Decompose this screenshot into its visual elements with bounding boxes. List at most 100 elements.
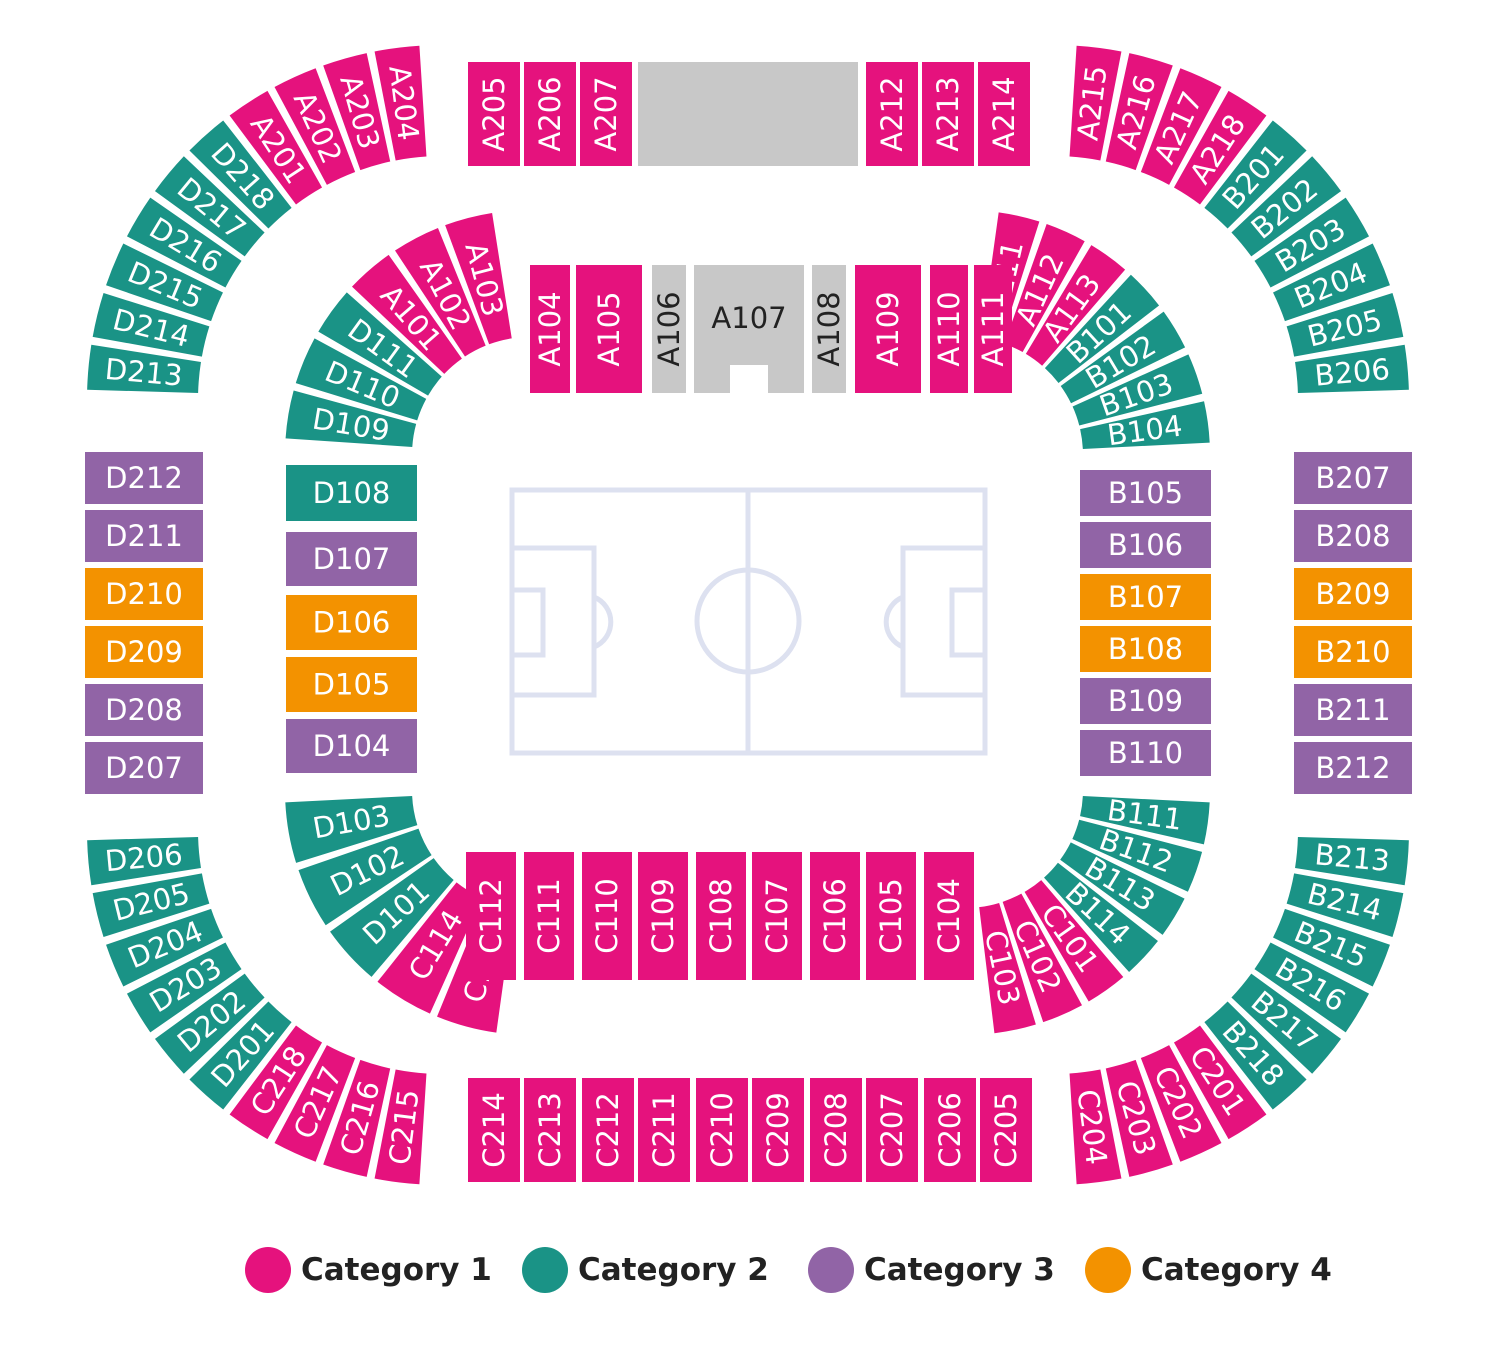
section-c212[interactable]: C212 [582, 1078, 634, 1182]
section-shape [1004, 224, 1085, 353]
section-a111[interactable]: A111 [974, 265, 1012, 393]
section-c110[interactable]: C110 [582, 852, 632, 980]
section-d106[interactable]: D106 [286, 595, 417, 650]
section-b215[interactable]: B215 [1273, 908, 1390, 987]
section-a110[interactable]: A110 [930, 265, 968, 393]
section-shape [274, 68, 356, 185]
section-label-b110: B110 [1108, 736, 1183, 770]
legend-item-category-1[interactable]: Category 1 [245, 1240, 492, 1300]
section-a205[interactable]: A205 [468, 62, 520, 166]
section-shape [468, 62, 520, 166]
section-b108[interactable]: B108 [1080, 626, 1211, 672]
section-shape [1294, 568, 1412, 620]
legend-item-category-2[interactable]: Category 2 [522, 1240, 769, 1300]
section-a214[interactable]: A214 [978, 62, 1030, 166]
section-c112[interactable]: C112 [466, 852, 516, 980]
section-a109[interactable]: A109 [855, 265, 921, 393]
section-a104[interactable]: A104 [530, 265, 570, 393]
section-c203[interactable]: C203 [1105, 1059, 1173, 1177]
legend-item-category-3[interactable]: Category 3 [808, 1240, 1055, 1300]
section-shape [810, 1078, 862, 1182]
section-c206[interactable]: C206 [924, 1078, 976, 1182]
section-shape [87, 344, 201, 393]
section-a107[interactable]: A107 [694, 265, 804, 393]
section-b105[interactable]: B105 [1080, 470, 1211, 516]
section-label-c205: C205 [989, 1092, 1023, 1168]
section-c215[interactable]: C215 [374, 1069, 427, 1185]
section-d213[interactable]: D213 [87, 344, 201, 393]
section-d211[interactable]: D211 [85, 510, 203, 562]
section-shape [576, 265, 642, 393]
section-b208[interactable]: B208 [1294, 510, 1412, 562]
section-c214[interactable]: C214 [468, 1078, 520, 1182]
section-b109[interactable]: B109 [1080, 678, 1211, 724]
section-shape [1044, 274, 1160, 383]
section-label-a206: A206 [533, 76, 567, 151]
section-shape [85, 510, 203, 562]
section-d107[interactable]: D107 [286, 532, 417, 586]
section-label-c208: C208 [819, 1092, 853, 1168]
section-shape [466, 852, 516, 980]
section-shape [524, 62, 576, 166]
section-d209[interactable]: D209 [85, 626, 203, 678]
section-c104[interactable]: C104 [924, 852, 974, 980]
section-shape [1080, 522, 1211, 568]
section-b106[interactable]: B106 [1080, 522, 1211, 568]
section-b107[interactable]: B107 [1080, 574, 1211, 620]
section-c111[interactable]: C111 [524, 852, 574, 980]
section-d105[interactable]: D105 [286, 657, 417, 712]
section-shape [1025, 245, 1126, 366]
section-d208[interactable]: D208 [85, 684, 203, 736]
section-shape [154, 973, 265, 1074]
section-shape [295, 338, 427, 421]
section-d109[interactable]: D109 [285, 390, 417, 448]
section-shape [286, 719, 417, 773]
section-shape [1140, 1045, 1222, 1162]
section-shape [1173, 1025, 1267, 1140]
section-shape [979, 902, 1036, 1034]
section-shape [377, 882, 482, 1014]
section-a108[interactable]: A108 [812, 265, 846, 393]
section-c106[interactable]: C106 [810, 852, 860, 980]
section-a105[interactable]: A105 [576, 265, 642, 393]
section-d101[interactable]: D101 [330, 858, 454, 977]
section-d207[interactable]: D207 [85, 742, 203, 794]
section-c211[interactable]: C211 [638, 1078, 690, 1182]
section-b110[interactable]: B110 [1080, 730, 1211, 776]
section-label-b107: B107 [1108, 580, 1183, 614]
section-c107[interactable]: C107 [752, 852, 802, 980]
section-a206[interactable]: A206 [524, 62, 576, 166]
section-b209[interactable]: B209 [1294, 568, 1412, 620]
section-b207[interactable]: B207 [1294, 452, 1412, 504]
section-c213[interactable]: C213 [524, 1078, 576, 1182]
section-c103[interactable]: C103 [978, 902, 1036, 1034]
section-a212[interactable]: A212 [866, 62, 918, 166]
section-c207[interactable]: C207 [866, 1078, 918, 1182]
section-d108[interactable]: D108 [286, 465, 417, 521]
section-c210[interactable]: C210 [696, 1078, 748, 1182]
section-c204[interactable]: C204 [1069, 1069, 1122, 1185]
section-d206[interactable]: D206 [87, 837, 201, 886]
section-c105[interactable]: C105 [866, 852, 916, 980]
section-a213[interactable]: A213 [922, 62, 974, 166]
section-b206[interactable]: B206 [1295, 344, 1409, 393]
section-c109[interactable]: C109 [638, 852, 688, 980]
section-d210[interactable]: D210 [85, 568, 203, 620]
section-b212[interactable]: B212 [1294, 742, 1412, 794]
section-label-c110: C110 [590, 878, 624, 954]
section-label-c213: C213 [533, 1092, 567, 1168]
section-a106[interactable]: A106 [652, 265, 686, 393]
section-shape [1105, 53, 1173, 171]
section-d104[interactable]: D104 [286, 719, 417, 773]
section-c108[interactable]: C108 [696, 852, 746, 980]
legend-item-category-4[interactable]: Category 4 [1085, 1240, 1332, 1300]
section-c208[interactable]: C208 [810, 1078, 862, 1182]
section-c205[interactable]: C205 [980, 1078, 1032, 1182]
section-a207[interactable]: A207 [580, 62, 632, 166]
section-b210[interactable]: B210 [1294, 626, 1412, 678]
section-c209[interactable]: C209 [752, 1078, 804, 1182]
section-label-c207: C207 [875, 1092, 909, 1168]
section-b211[interactable]: B211 [1294, 684, 1412, 736]
section-d212[interactable]: D212 [85, 452, 203, 504]
section-b213[interactable]: B213 [1295, 837, 1409, 886]
